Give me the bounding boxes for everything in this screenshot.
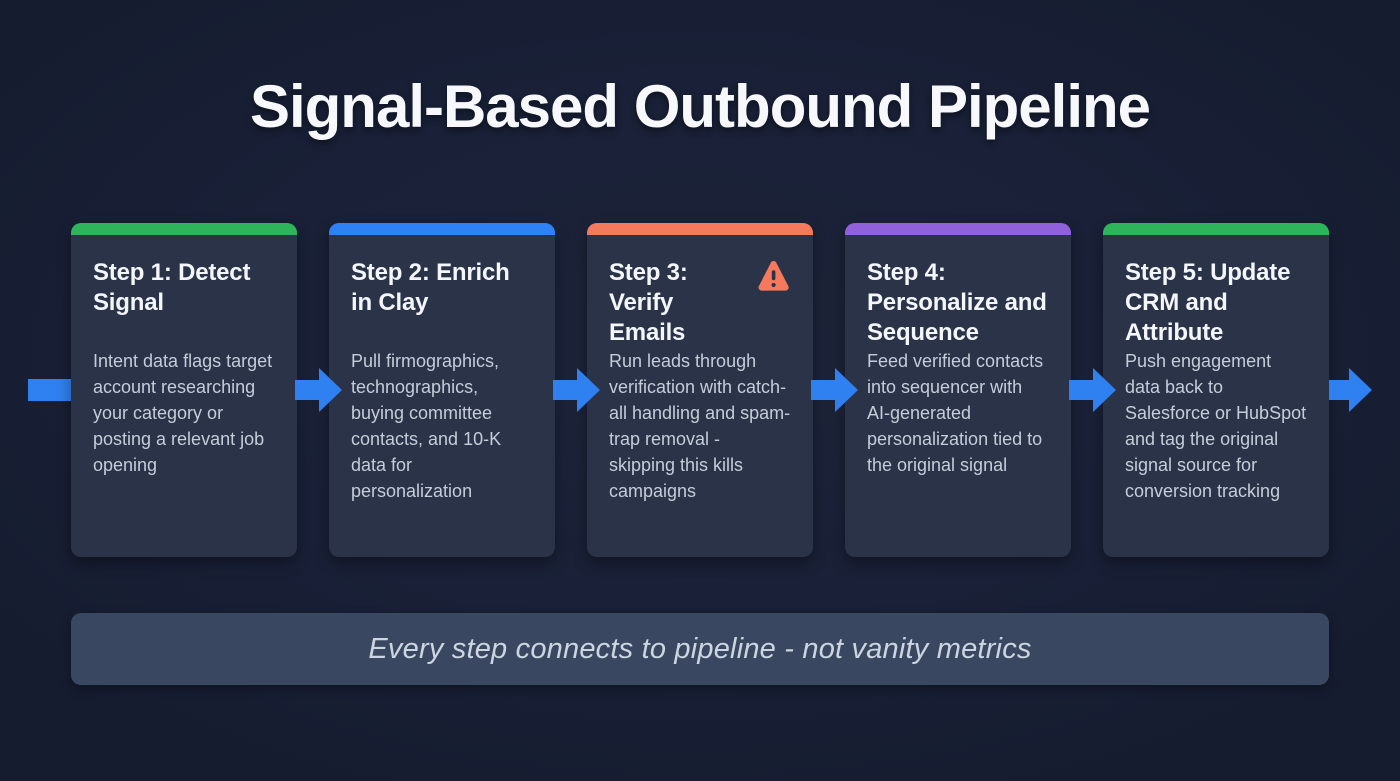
step-4-description: Feed verified contacts into sequencer wi…	[867, 351, 1044, 475]
flow-arrow-1-2	[295, 368, 342, 412]
step-4-title: Step 4: Personalize and Sequence	[867, 259, 1047, 346]
step-5-title: Step 5: Update CRM and Attribute	[1125, 259, 1291, 346]
card-accent-bar	[587, 223, 813, 235]
card-accent-bar	[71, 223, 297, 235]
card-accent-bar	[845, 223, 1071, 235]
flow-arrow-3-4	[811, 368, 858, 412]
step-card-4: Step 4: Personalize and Sequence Feed ve…	[845, 223, 1071, 557]
step-2-description: Pull firmographics, technographics, buyi…	[351, 351, 502, 501]
step-card-5: Step 5: Update CRM and Attribute Push en…	[1103, 223, 1329, 557]
footer-banner: Every step connects to pipeline - not va…	[71, 613, 1329, 685]
step-1-title: Step 1: Detect Signal	[93, 259, 251, 316]
footer-text: Every step connects to pipeline - not va…	[368, 632, 1032, 665]
card-accent-bar	[329, 223, 555, 235]
step-card-1: Step 1: Detect Signal Intent data flags …	[71, 223, 297, 557]
step-1-description: Intent data flags target account researc…	[93, 351, 273, 475]
step-5-description: Push engagement data back to Salesforce …	[1125, 351, 1307, 501]
flow-entry-arrow	[28, 379, 71, 401]
step-card-3: Step 3: Verify Emails Run leads through …	[587, 223, 813, 557]
step-card-2: Step 2: Enrich in Clay Pull firmographic…	[329, 223, 555, 557]
card-accent-bar	[1103, 223, 1329, 235]
page-title: Signal-Based Outbound Pipeline	[249, 73, 1151, 140]
step-3-title: Step 3: Verify Emails	[609, 259, 688, 346]
flow-arrow-2-3	[553, 368, 600, 412]
flow-exit-arrow	[1329, 368, 1372, 412]
warning-icon	[756, 258, 791, 298]
step-2-title: Step 2: Enrich in Clay	[351, 259, 510, 316]
flow-arrow-4-5	[1069, 368, 1116, 412]
pipeline-steps-row: Step 1: Detect Signal Intent data flags …	[71, 223, 1329, 557]
step-3-description: Run leads through verification with catc…	[609, 351, 791, 501]
